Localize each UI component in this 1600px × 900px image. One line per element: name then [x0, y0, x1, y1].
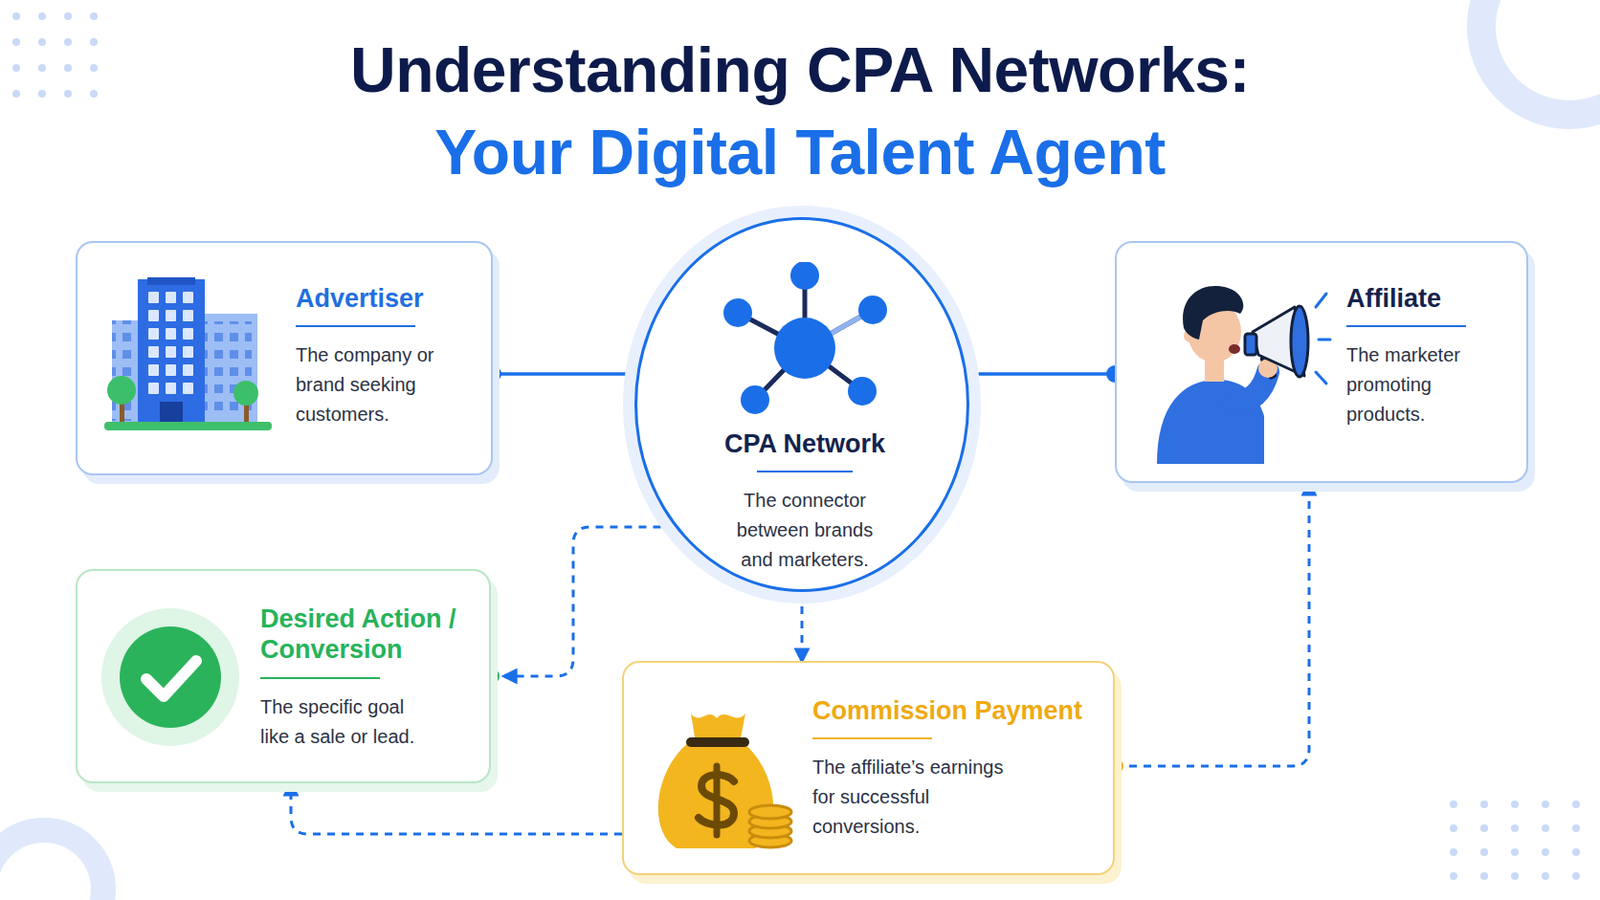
node-body: The marketer promoting products.: [1346, 340, 1512, 430]
text-column: CPA NetworkThe connector between brands …: [709, 428, 901, 576]
heading-divider: [295, 325, 416, 328]
connector: [484, 365, 645, 383]
advertiser-box: AdvertiserThe company or brand seeking c…: [75, 241, 493, 476]
connector: [482, 518, 684, 686]
heading-divider: [756, 470, 853, 473]
text-column: Commission PaymentThe affiliate’s earnin…: [812, 695, 1100, 843]
connector-line: [290, 783, 623, 835]
check-icon: [98, 605, 243, 750]
dot-grid: [1444, 796, 1599, 892]
building-icon: [104, 277, 272, 436]
connector: [793, 583, 811, 662]
heading-divider: [260, 677, 380, 680]
connector: [1106, 483, 1310, 776]
corner-arc: [1481, 0, 1600, 115]
node-heading: Commission Payment: [812, 695, 1100, 727]
node-body: The affiliate’s earnings for successful …: [812, 753, 1019, 843]
text-column: AffiliateThe marketer promoting products…: [1346, 283, 1512, 430]
connector-line: [967, 372, 1115, 377]
affiliate-box: AffiliateThe marketer promoting products…: [1114, 241, 1529, 484]
node-heading: Desired Action / Conversion: [260, 603, 476, 667]
dot-grid: [9, 9, 106, 106]
commission-box: Commission PaymentThe affiliate’s earnin…: [622, 661, 1115, 876]
connector: [958, 365, 1124, 383]
money-bag-icon: [647, 689, 797, 853]
corner-arc: [0, 830, 104, 900]
text-column: AdvertiserThe company or brand seeking c…: [295, 283, 478, 430]
heading-divider: [1346, 325, 1467, 328]
page-subtitle: Your Digital Talent Agent: [0, 114, 1600, 191]
page-title: Understanding CPA Networks:: [0, 32, 1600, 109]
node-heading: Affiliate: [1346, 283, 1512, 314]
heading-divider: [812, 737, 933, 740]
node-heading: Advertiser: [295, 283, 478, 314]
connector: [290, 783, 623, 835]
node-body: The company or brand seeking customers.: [295, 340, 472, 430]
node-body: The specific goal like a sale or lead.: [260, 692, 433, 753]
connector-line: [1114, 483, 1310, 767]
affiliate-megaphone-icon: [1145, 272, 1333, 465]
connector-line: [504, 527, 675, 677]
connector-line: [800, 592, 804, 662]
text-column: Desired Action / ConversionThe specific …: [260, 603, 476, 753]
network-ellipse: CPA NetworkThe connector between brands …: [634, 217, 970, 593]
network-icon: [718, 262, 891, 435]
node-heading: CPA Network: [709, 428, 901, 460]
connector-line: [492, 372, 637, 377]
conversion-box: Desired Action / ConversionThe specific …: [75, 569, 491, 784]
node-body: The connector between brands and markete…: [723, 486, 887, 576]
